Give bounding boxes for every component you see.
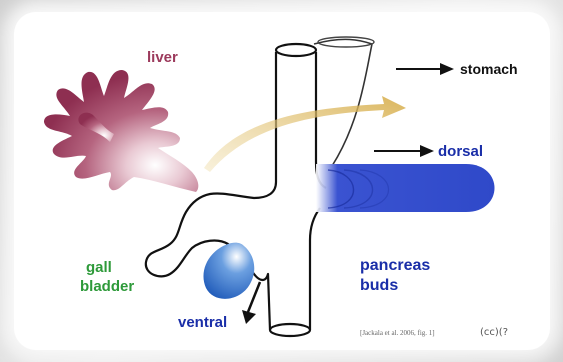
ventral-pancreas-bud [203,243,254,299]
buds-label: buds [360,277,398,294]
liver-shape [44,70,198,192]
liver-label: liver [147,49,178,66]
gold-curved-arrow [204,96,406,172]
citation-text: [Jackala et al. 2006, fig. 1] [360,329,435,337]
dorsal-pancreas-bud [316,164,495,212]
stomach-arrow [396,63,454,75]
stomach-label: stomach [460,61,518,77]
cc-license-mark: (cc)(? [480,327,508,338]
pancreas-label: pancreas [360,257,430,274]
gall-label: gall [86,259,112,276]
bladder-label: bladder [80,278,134,295]
ventral-label: ventral [178,314,227,331]
pancreas-development-diagram: liver stomach dorsal gall bladder pancre… [14,12,550,350]
diagram-card: liver stomach dorsal gall bladder pancre… [14,12,550,350]
dorsal-label: dorsal [438,143,483,160]
dorsal-arrow [374,145,434,157]
